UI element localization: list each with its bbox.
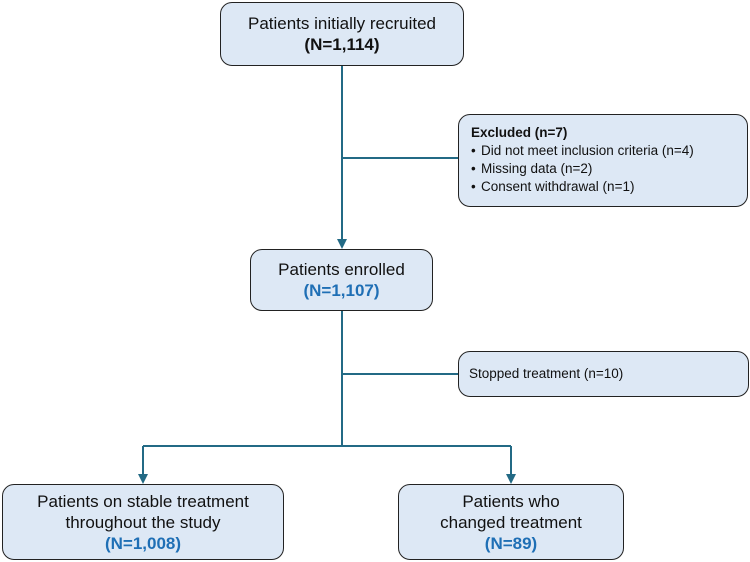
excluded-reason-item: •Missing data (n=2)	[471, 161, 593, 176]
changed-treatment-box: Patients who changed treatment (N=89)	[398, 484, 624, 560]
stopped-title: Stopped treatment (n=10)	[469, 366, 624, 381]
stable-count: (N=1,008)	[104, 533, 182, 553]
excluded-title: Excluded (n=7)	[471, 125, 568, 140]
stopped-box: Stopped treatment (n=10)	[458, 351, 749, 397]
enrolled-box: Patients enrolled (N=1,107)	[250, 249, 433, 311]
enrolled-title: Patients enrolled	[278, 260, 405, 279]
stable-line-2: throughout the study	[65, 512, 221, 532]
recruited-title: Patients initially recruited	[247, 14, 437, 33]
excluded-reason-text: Missing data (n=2)	[481, 161, 593, 176]
enrolled-count: (N=1,107)	[303, 281, 380, 300]
changed-line-2: changed treatment	[440, 512, 582, 532]
excluded-reason-item: •Did not meet inclusion criteria (n=4)	[471, 143, 694, 158]
excluded-reason-text: Did not meet inclusion criteria (n=4)	[481, 143, 694, 158]
excluded-box: Excluded (n=7) •Did not meet inclusion c…	[458, 114, 748, 207]
excluded-reason-item: •Consent withdrawal (n=1)	[471, 179, 635, 194]
stable-treatment-box: Patients on stable treatment throughout …	[2, 484, 284, 560]
changed-count: (N=89)	[484, 533, 538, 553]
recruited-box: Patients initially recruited (N=1,114)	[220, 2, 464, 66]
excluded-reason-text: Consent withdrawal (n=1)	[481, 179, 635, 194]
changed-line-1: Patients who	[462, 491, 560, 511]
stable-line-1: Patients on stable treatment	[37, 491, 249, 511]
recruited-count: (N=1,114)	[304, 35, 380, 54]
